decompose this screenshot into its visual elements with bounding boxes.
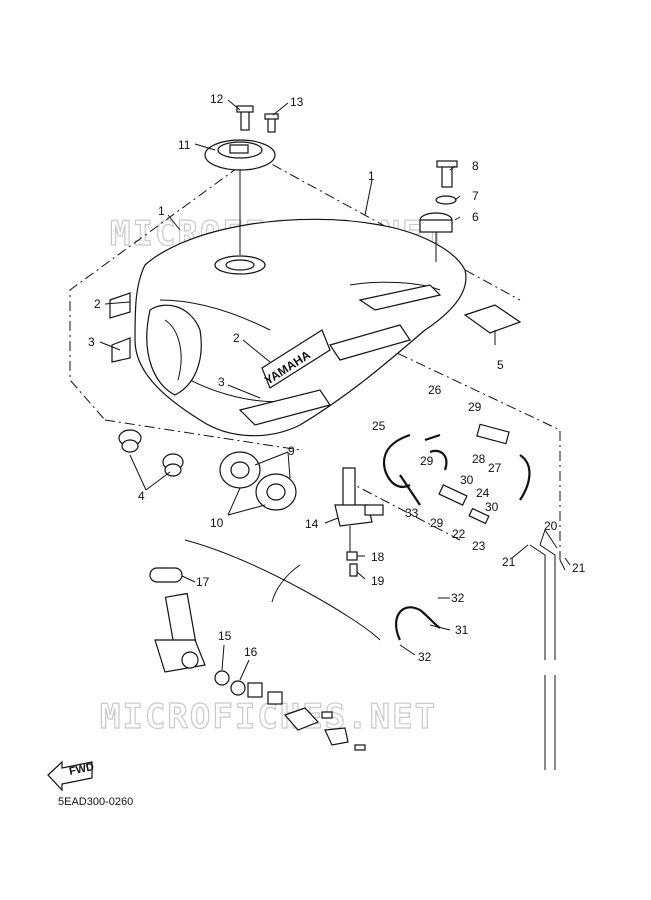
part-label-24: 24 [476,486,490,500]
part-label-30b: 30 [485,500,499,514]
part-label-7: 7 [472,189,479,203]
damper-assembly [419,160,458,262]
part-labels: 1 1 2 2 3 3 4 5 6 7 8 9 10 11 12 13 14 1… [88,92,586,664]
fuel-tank: YAMAHA [134,218,467,437]
part-label-33: 33 [405,506,419,520]
bolt-13 [264,113,279,133]
part-label-3b: 3 [218,375,225,389]
part-label-9: 9 [288,444,295,458]
part-label-3a: 3 [88,335,95,349]
forward-arrow: FWD [47,760,95,792]
leader-lines [99,99,571,681]
part-label-28: 28 [472,452,486,466]
part-label-18: 18 [371,550,385,564]
part-label-23: 23 [472,539,486,553]
fwd-label: FWD [68,761,95,778]
part-label-20: 20 [544,519,558,533]
part-label-10: 10 [210,516,224,530]
part-label-30a: 30 [460,473,474,487]
part-label-29c: 29 [430,516,444,530]
bracket-5 [463,304,522,345]
part-label-5: 5 [497,358,504,372]
breather-pipe-20 [529,544,566,770]
part-label-6: 6 [472,210,479,224]
part-label-15: 15 [218,629,232,643]
fuel-cock-exploded [149,539,381,751]
fuel-cock [334,467,384,555]
assembly-outline [69,154,561,560]
part-label-12: 12 [210,92,224,106]
part-label-22: 22 [452,527,466,541]
part-label-29a: 29 [468,400,482,414]
side-pads [109,292,131,363]
part-label-2b: 2 [233,331,240,345]
part-label-19: 19 [371,574,385,588]
part-label-8: 8 [472,159,479,173]
diagram-code: 5EAD300-0260 [58,796,133,808]
part-label-21b: 21 [572,561,586,575]
fuel-cap [204,139,276,255]
bolt-12 [236,105,254,131]
grommet-4 [118,429,184,477]
part-label-16: 16 [244,645,258,659]
dampers-9-10 [219,451,297,511]
part-label-1b: 1 [158,204,165,218]
part-label-21a: 21 [502,555,516,569]
part-label-25: 25 [372,419,386,433]
part-label-13: 13 [290,95,304,109]
part-label-14: 14 [305,517,319,531]
part-label-17: 17 [196,575,210,589]
part-label-27: 27 [488,461,502,475]
part-label-2a: 2 [94,297,101,311]
part-label-29b: 29 [420,454,434,468]
parts-18-19 [346,551,358,577]
part-label-32b: 32 [418,650,432,664]
part-label-4: 4 [138,489,145,503]
part-label-11: 11 [178,138,191,152]
part-label-26: 26 [428,383,442,397]
part-label-31: 31 [455,623,469,637]
part-label-32a: 32 [451,591,465,605]
part-label-1a: 1 [368,169,375,183]
